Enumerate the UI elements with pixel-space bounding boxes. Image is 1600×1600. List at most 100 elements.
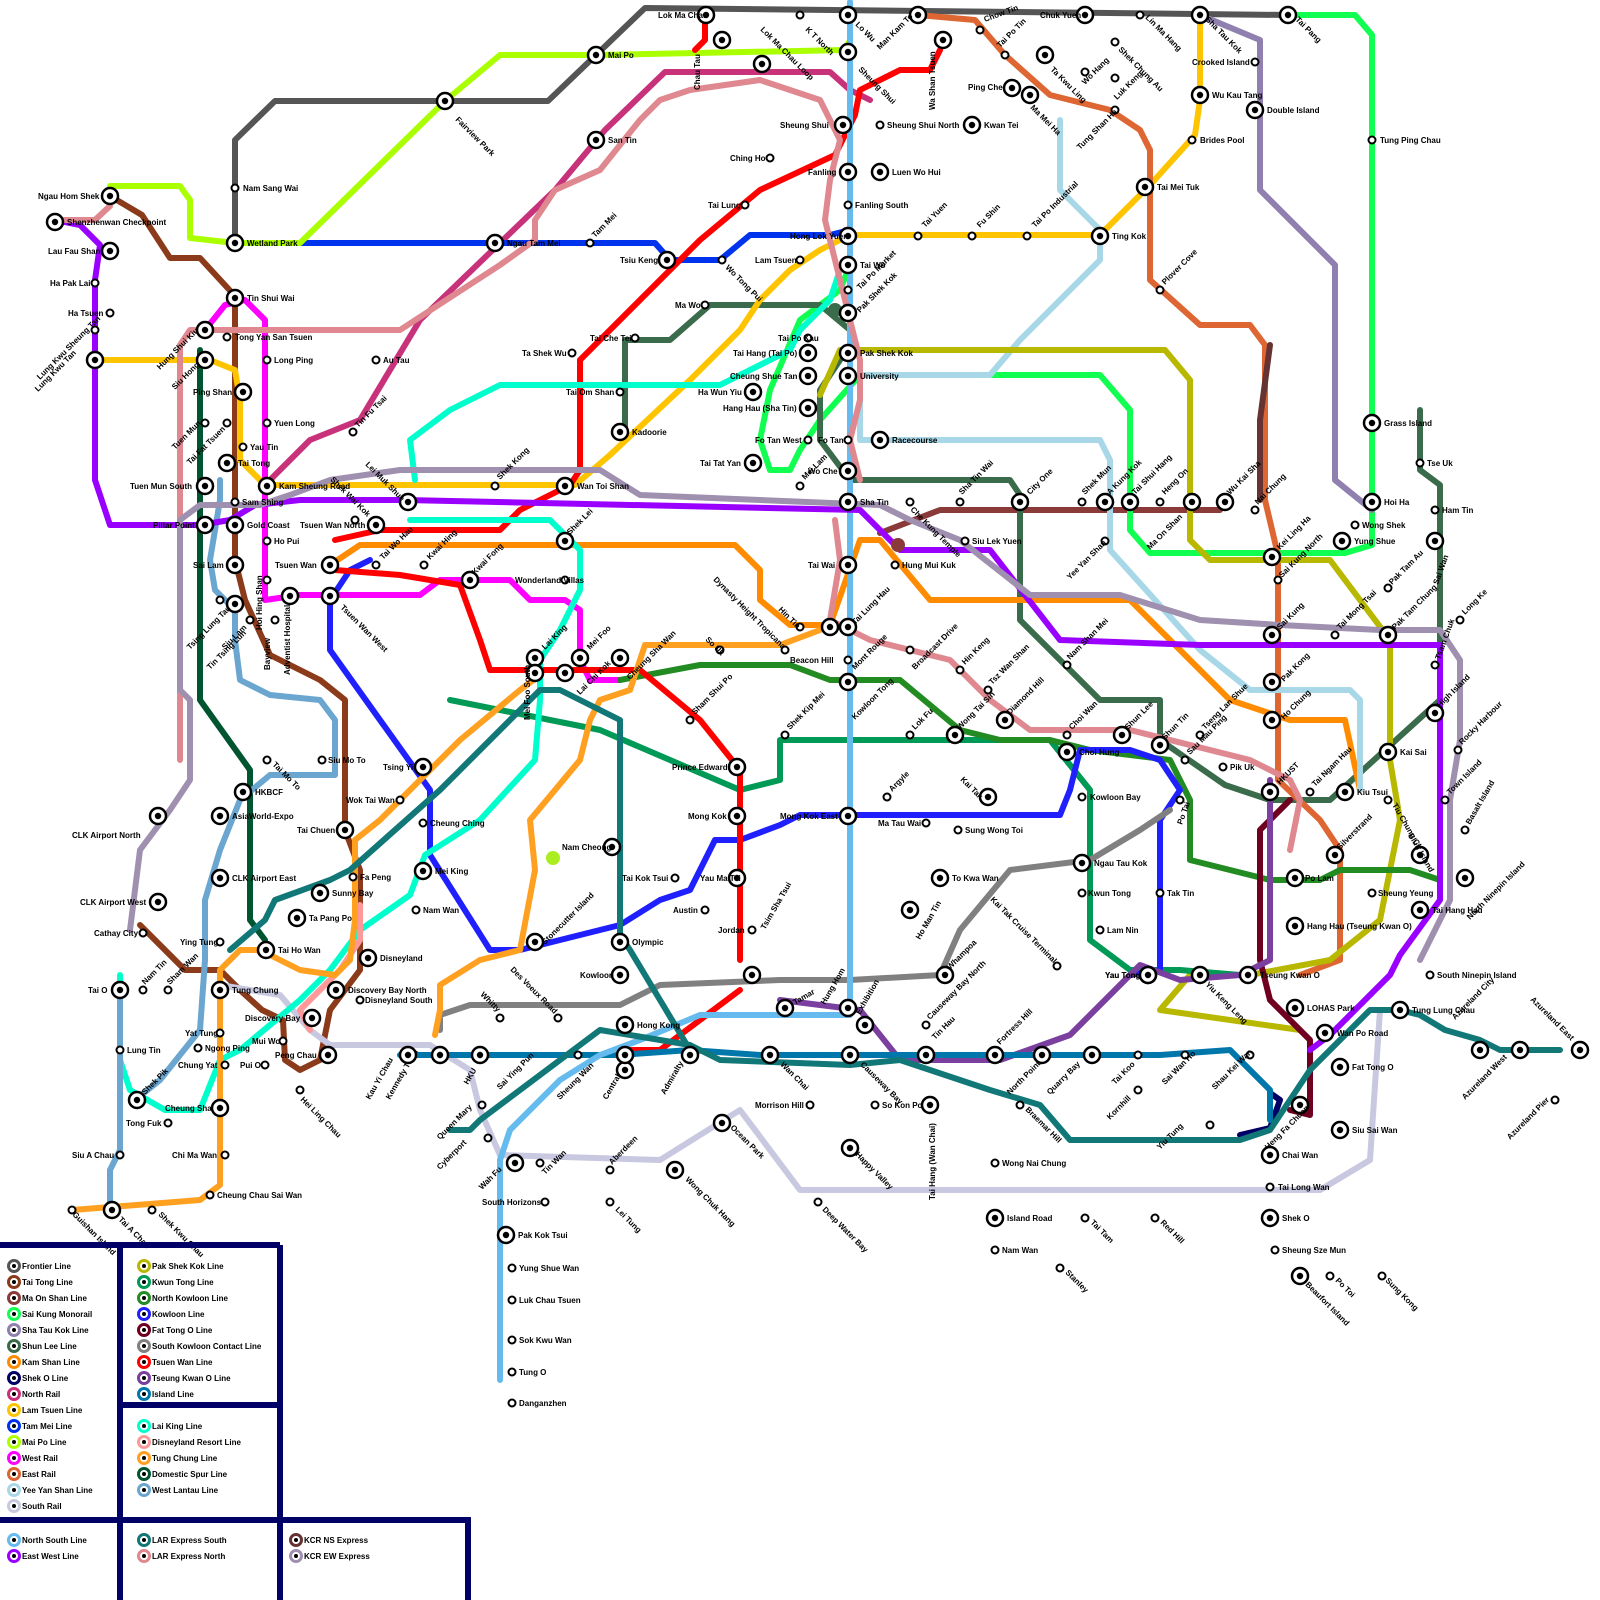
- station-nam-wan[interactable]: Nam Wan: [411, 905, 460, 915]
- station-tong-fuk[interactable]: Tong Fuk: [126, 1118, 173, 1128]
- station-hoi-ha[interactable]: Hoi Ha: [1362, 492, 1410, 512]
- station-exhibition[interactable]: Exhibition: [854, 978, 881, 1035]
- station-yung-shue[interactable]: Yung Shue: [1332, 531, 1396, 551]
- station-yiu-tung[interactable]: Yiu Tung: [1155, 1120, 1215, 1151]
- station-sheung-sze-mun[interactable]: Sheung Sze Mun: [1270, 1245, 1347, 1255]
- station-tsing-yi[interactable]: Tsing Yi: [383, 757, 433, 777]
- station-nam-sang-wai[interactable]: Nam Sang Wai: [230, 183, 299, 193]
- station-wetland-park[interactable]: Wetland Park: [225, 233, 298, 253]
- station-to-kwa-wan[interactable]: To Kwa Wan: [930, 868, 999, 888]
- station-po-toi[interactable]: Po Toi: [1325, 1271, 1357, 1300]
- station-tai-wai[interactable]: Tai Wai: [808, 555, 858, 575]
- station-lung-tin[interactable]: Lung Tin: [115, 1045, 161, 1055]
- station-crooked-island[interactable]: Crooked Island: [1192, 57, 1260, 67]
- station-ta-shek-wu[interactable]: Ta Shek Wu: [522, 348, 577, 358]
- station-chuk-yuen[interactable]: Chuk Yuen: [1040, 5, 1095, 25]
- station-mong-kok[interactable]: Mong Kok: [688, 806, 747, 826]
- station-tai-hang-wan-chai[interactable]: Tai Hang (Wan Chai): [920, 1095, 940, 1200]
- station-kiu-tsui[interactable]: Kiu Tsui: [1335, 782, 1388, 802]
- station-grass-island[interactable]: Grass Island: [1362, 413, 1432, 433]
- station-sam-shing[interactable]: Sam Shing: [230, 497, 284, 507]
- station-bayview[interactable]: Bayview: [263, 615, 280, 671]
- station-disneyland-south[interactable]: Disneyland South: [355, 995, 433, 1005]
- station-wonderland-villas[interactable]: Wonderland Villas: [515, 575, 585, 585]
- station-mai-po[interactable]: Mai Po: [586, 45, 634, 65]
- station-tung-lung-chau[interactable]: Tung Lung Chau: [1390, 1000, 1475, 1020]
- station-ting-kok[interactable]: Ting Kok: [1090, 226, 1147, 246]
- station-wan-po-road[interactable]: Wan Po Road: [1315, 1023, 1388, 1043]
- station-fa-peng[interactable]: Fa Peng: [348, 872, 392, 882]
- station-tai-om-shan[interactable]: Tai Om Shan: [566, 387, 625, 397]
- station-san-tin[interactable]: San Tin: [586, 130, 637, 150]
- station-chai-wan[interactable]: Chai Wan: [1260, 1145, 1318, 1165]
- station-wok-tai-wan[interactable]: Wok Tai Wan: [346, 795, 405, 805]
- station-tai-ho-wan[interactable]: Tai Ho Wan: [256, 940, 321, 960]
- station-south-horizons[interactable]: South Horizons: [482, 1197, 550, 1207]
- station-hkbcf[interactable]: HKBCF: [233, 782, 283, 802]
- station-hei-ling-chau[interactable]: Hei Ling Chau: [295, 1085, 344, 1140]
- station-lin-ma-hang[interactable]: Lin Ma Hang: [1135, 10, 1184, 54]
- station-hong-kong[interactable]: Hong Kong: [615, 1015, 680, 1035]
- station-red-hill[interactable]: Red Hill: [1150, 1213, 1187, 1246]
- station-shek-kwu-chau[interactable]: Shek Kwu Chau: [147, 1205, 206, 1260]
- station-siu-mo-to[interactable]: Siu Mo To: [317, 755, 366, 765]
- station-tak-tin[interactable]: Tak Tin: [1155, 888, 1195, 898]
- station-lei-tung[interactable]: Lei Tung: [605, 1197, 644, 1235]
- station-azureland-west[interactable]: Azureland West: [1460, 1040, 1530, 1101]
- station-tai-hang-tai-po[interactable]: Tai Hang (Tai Po): [733, 343, 818, 363]
- station-pak-shek-kok[interactable]: Pak Shek Kok: [838, 343, 913, 363]
- station-tin-shui-wai[interactable]: Tin Shui Wai: [225, 288, 295, 308]
- station-tai-che-tei[interactable]: Tai Che Tei: [590, 333, 640, 343]
- station-nam-cheong[interactable]: Nam Cheong: [562, 837, 622, 857]
- station-siu-lek-yuen[interactable]: Siu Lek Yuen: [960, 536, 1022, 546]
- station-yau-ma-tei[interactable]: Yau Ma Tei: [700, 868, 747, 888]
- station-pak-kok-tsui[interactable]: Pak Kok Tsui: [496, 1225, 568, 1245]
- station-cathay-city[interactable]: Cathay City: [94, 928, 148, 938]
- station-tai-hang-hau[interactable]: Tai Hang Hau: [1410, 900, 1483, 920]
- station-shek-chung-au[interactable]: Shek Chung Au: [1110, 37, 1165, 94]
- station-tsz-wan-shan[interactable]: Tsz Wan Shan: [983, 642, 1032, 695]
- station-chau-tau[interactable]: Chau Tau: [693, 30, 732, 90]
- station-fo-tan-west[interactable]: Fo Tan West: [755, 435, 813, 445]
- station-tai-wo[interactable]: Tai Wo: [838, 255, 886, 275]
- station-plover-cove[interactable]: Plover Cove: [1155, 247, 1200, 295]
- station-tuen-mun-south[interactable]: Tuen Mun South: [130, 476, 215, 496]
- station-sha-tin[interactable]: Sha Tin: [838, 492, 889, 512]
- station-pak-tam-au[interactable]: Pak Tam Au: [1383, 548, 1426, 593]
- station-disneyland[interactable]: Disneyland: [358, 948, 423, 968]
- station-long-ke[interactable]: Long Ke: [1455, 587, 1490, 625]
- station-ma-tau-wai[interactable]: Ma Tau Wai: [878, 818, 931, 828]
- station-choi-hung[interactable]: Choi Hung: [1057, 742, 1120, 762]
- station-long-ping[interactable]: Long Ping: [262, 355, 314, 365]
- station-racecourse[interactable]: Racecourse: [870, 430, 938, 450]
- station-ha-tsuen[interactable]: Ha Tsuen: [68, 308, 115, 318]
- station-sai-lam[interactable]: Sai Lam: [193, 555, 245, 575]
- station-fanling[interactable]: Fanling: [808, 162, 858, 182]
- station-central[interactable]: Central: [601, 1060, 635, 1101]
- station-shek-kip-mei[interactable]: Shek Kip Mei: [780, 690, 827, 740]
- station-tsuen-wan-north[interactable]: Tsuen Wan North: [300, 515, 386, 535]
- station-hin-keng[interactable]: Hin Keng: [955, 635, 992, 675]
- station-tung-o[interactable]: Tung O: [507, 1367, 547, 1377]
- station-tai-kok-tsui[interactable]: Tai Kok Tsui: [622, 873, 680, 883]
- station-kadoorie[interactable]: Kadoorie: [610, 422, 667, 442]
- station-tin-wan[interactable]: Tin Wan: [535, 1148, 569, 1176]
- station-tsiu-keng[interactable]: Tsiu Keng: [620, 250, 677, 270]
- station-sung-wong-toi[interactable]: Sung Wong Toi: [953, 825, 1023, 835]
- station-chi-ma-wan[interactable]: Chi Ma Wan: [172, 1150, 230, 1160]
- station-yuen-long[interactable]: Yuen Long: [262, 418, 316, 428]
- station-tai-po-kau[interactable]: Tai Po Kau: [778, 333, 819, 343]
- station-yat-tung[interactable]: Yat Tung: [185, 1028, 225, 1038]
- station-sheung-shui-north[interactable]: Sheung Shui North: [875, 120, 960, 130]
- station-tai-tat-yan[interactable]: Tai Tat Yan: [700, 453, 763, 473]
- station-clk-airport-north[interactable]: CLK Airport North: [72, 806, 168, 840]
- station-kwai-hing[interactable]: Kwai Hing: [419, 528, 459, 570]
- station-chung-yat[interactable]: Chung Yat: [178, 1060, 230, 1070]
- station-ngau-hom-shek[interactable]: Ngau Hom Shek: [38, 186, 120, 206]
- station-yung-shue-wan[interactable]: Yung Shue Wan: [507, 1263, 580, 1273]
- station-lai-king[interactable]: Lai King: [525, 623, 569, 668]
- station-beaufort-island[interactable]: Beaufort Island: [1290, 1266, 1351, 1328]
- station-fo-tan[interactable]: Fo Tan: [818, 435, 853, 445]
- station-so-kon-po[interactable]: So Kon Po: [870, 1100, 923, 1110]
- station-deep-water-bay[interactable]: Deep Water Bay: [813, 1197, 871, 1255]
